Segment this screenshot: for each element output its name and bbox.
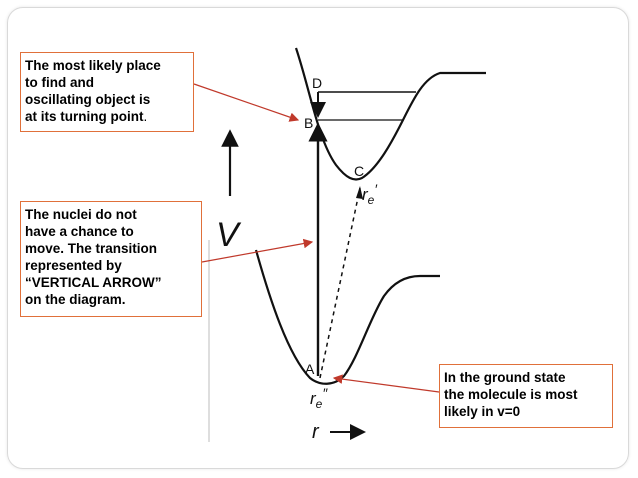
label-b: B (304, 115, 313, 131)
label-d: D (312, 75, 322, 91)
callout-ground-line-2: the molecule is most (444, 387, 578, 402)
callout-turning-point-line-1: The most likely place (25, 58, 161, 73)
dashed-arrowhead (356, 186, 363, 199)
pointer-vertical-arrow (201, 238, 314, 263)
dashed-transition-line (319, 187, 361, 379)
pointer-turning-point (193, 83, 300, 122)
callout-vertical-transition: The nuclei do not have a chance to move.… (20, 201, 202, 317)
callout-turning-point-line-3: oscillating object is (25, 92, 151, 107)
callout-vertical-line-3: move. The transition (25, 241, 158, 256)
callout-turning-point-line-4: at its turning point. (25, 108, 189, 125)
lower-minimum-label: re″ (310, 385, 328, 411)
callout-vertical-line-5: “VERTICAL ARROW” (25, 275, 162, 290)
callout-turning-point-line-4-text: at its turning point (25, 109, 144, 124)
callout-turning-point: The most likely place to find and oscill… (20, 52, 194, 132)
r-axis-label: r (312, 421, 320, 443)
callout-vertical-line-1: The nuclei do not (25, 207, 137, 222)
callout-ground-line-3: likely in v=0 (444, 404, 521, 419)
lower-potential-curve (254, 249, 440, 385)
label-c: C (354, 163, 364, 179)
callout-vertical-line-2: have a chance to (25, 224, 134, 239)
callout-ground-state: In the ground state the molecule is most… (439, 364, 613, 428)
slide-frame (7, 7, 629, 469)
callout-turning-point-period: . (143, 109, 148, 124)
callout-ground-line-1: In the ground state (444, 370, 566, 385)
callout-turning-point-line-2: to find and (25, 75, 94, 90)
upper-potential-curve (294, 47, 486, 181)
pointer-ground-state (332, 374, 440, 393)
label-a: A (305, 361, 315, 377)
callout-vertical-line-6: on the diagram. (25, 292, 126, 307)
upper-minimum-label: re′ (362, 181, 378, 207)
callout-vertical-line-4: represented by (25, 258, 122, 273)
v-axis-label: V (216, 216, 242, 254)
